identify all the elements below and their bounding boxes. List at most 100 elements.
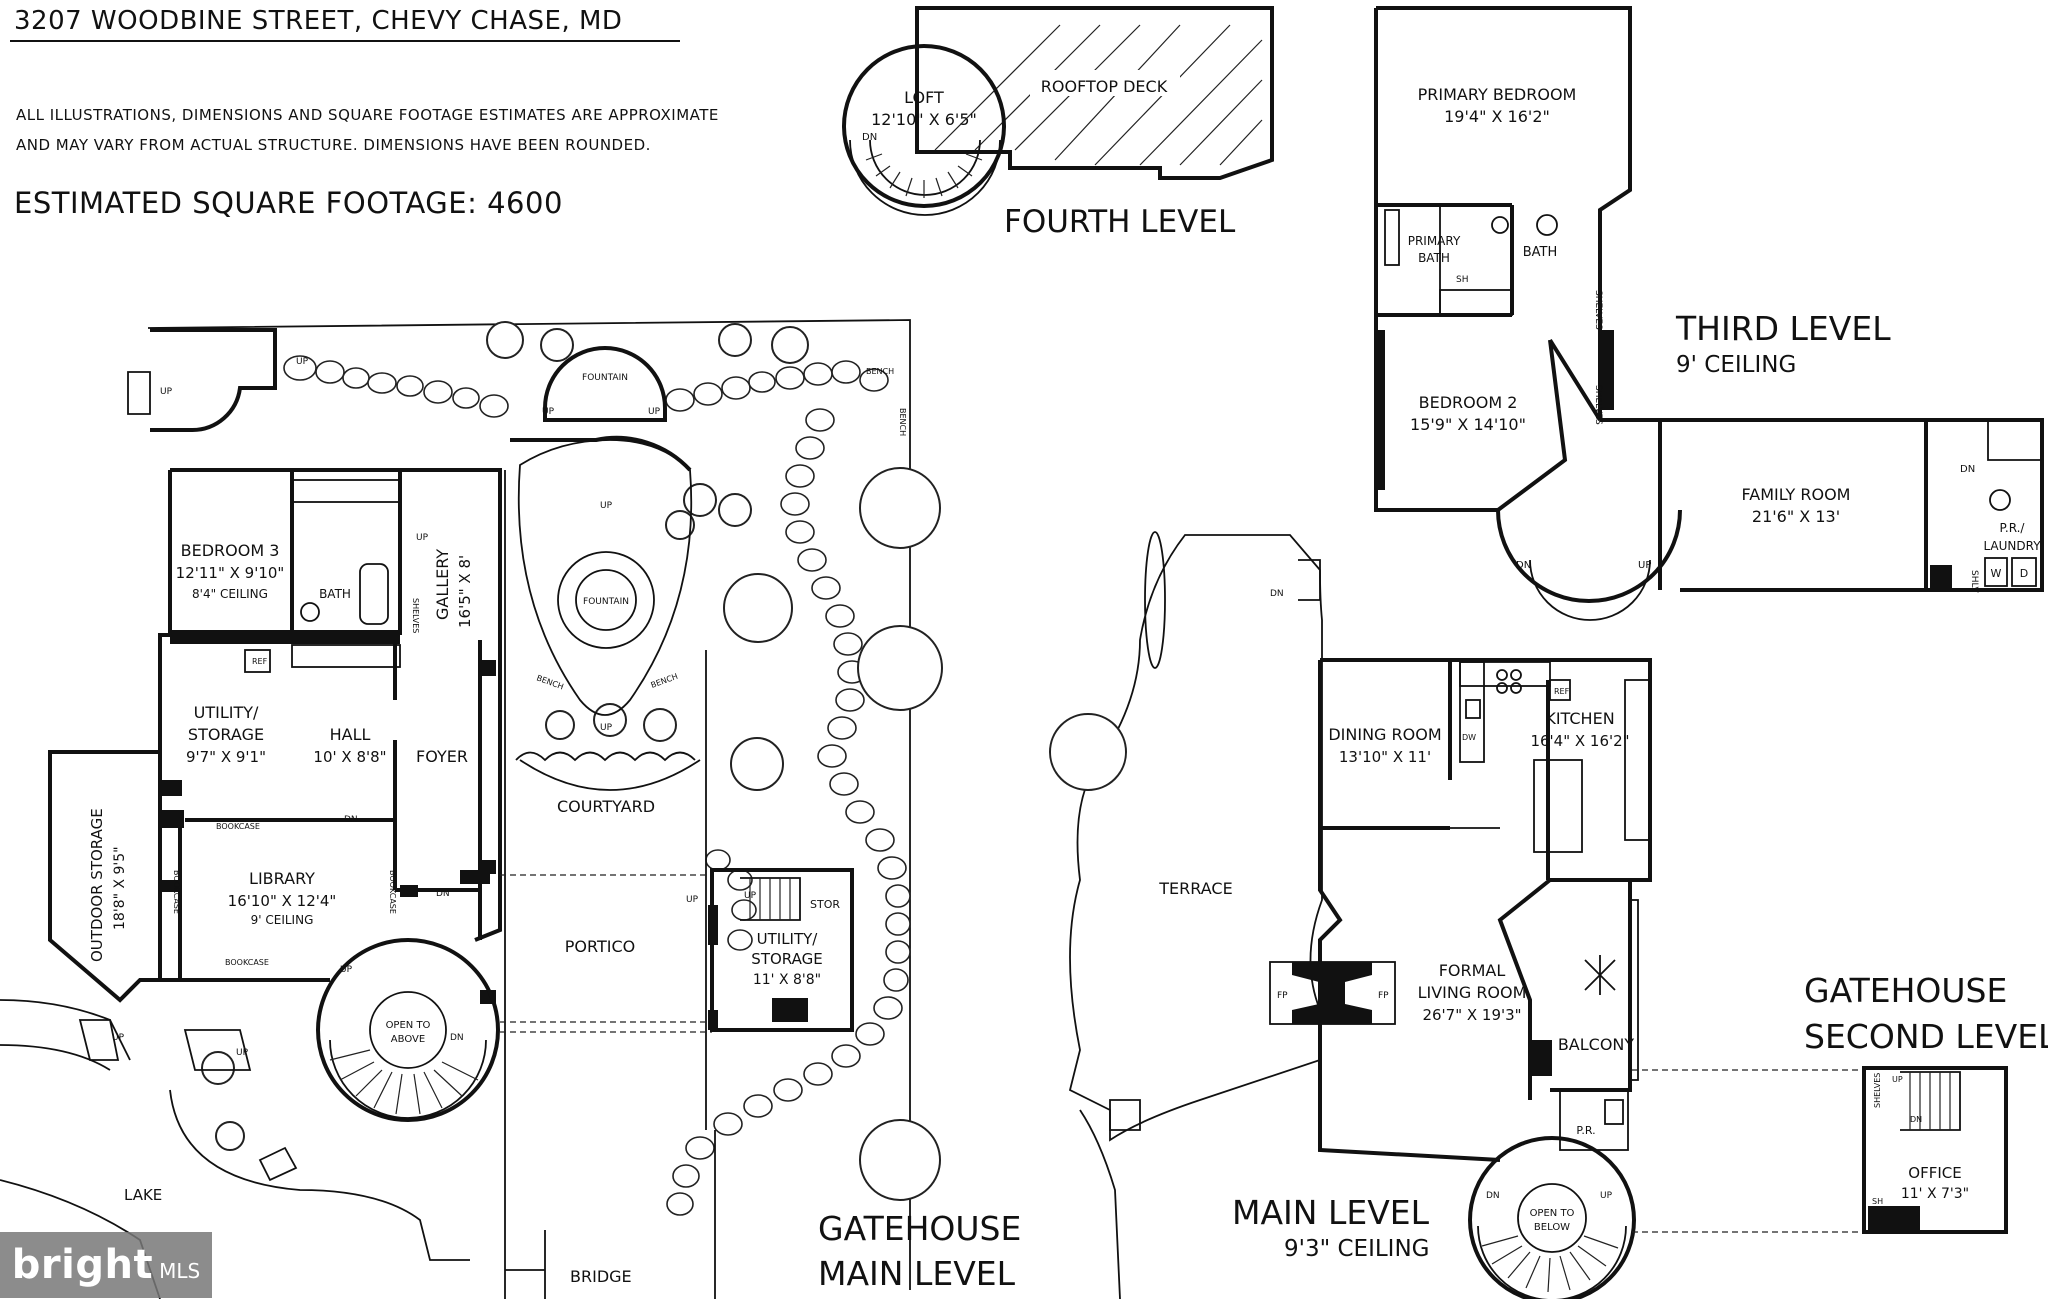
- third-level: PRIMARY BEDROOM 19'4" X 16'2" PRIMARY BA…: [1374, 6, 2044, 621]
- outdoor-storage-label: OUTDOOR STORAGE: [88, 808, 106, 962]
- gate-ref-label: REF: [252, 657, 268, 666]
- loft-label: LOFT: [904, 88, 944, 107]
- fourth-level: LOFT 12'10" X 6'5" DN ROOFTOP DECK FOURT…: [842, 6, 1274, 240]
- bench-label-2: BENCH: [898, 408, 907, 436]
- kitchen-ref-label: REF: [1554, 687, 1570, 696]
- gate-up-label-4: UP: [648, 407, 661, 417]
- family-room-dims: 21'6" X 13': [1752, 507, 1840, 526]
- fireplace-label-2: FP: [1378, 991, 1389, 1001]
- third-shelves-label: SHELVES: [1593, 290, 1603, 330]
- formal-living-label-2: LIVING ROOM: [1418, 983, 1527, 1002]
- bridge-label: BRIDGE: [570, 1267, 632, 1286]
- gate-up-label-5: UP: [600, 501, 613, 511]
- upper-fountain-label: FOUNTAIN: [582, 373, 628, 383]
- address-title: 3207 WOODBINE STREET, CHEVY CHASE, MD: [14, 6, 623, 36]
- third-bath-label: BATH: [1523, 245, 1558, 260]
- bedroom-2-label: BEDROOM 2: [1419, 393, 1518, 412]
- main-dn-label: DN: [1486, 1191, 1500, 1201]
- gallery-label: GALLERY: [433, 549, 452, 620]
- third-shlv-label: SHLV: [1969, 570, 1979, 594]
- courtyard-label: COURTYARD: [557, 797, 655, 816]
- open-to-above-2: ABOVE: [391, 1034, 425, 1045]
- lake-label: LAKE: [124, 1186, 162, 1204]
- gate-up-label-7: UP: [416, 533, 429, 543]
- gate-dn-label-1: DN: [344, 815, 358, 825]
- office-label: OFFICE: [1908, 1164, 1961, 1182]
- address-underline: [10, 40, 680, 42]
- stor-label: STOR: [810, 898, 840, 911]
- third-up-label: UP: [1638, 560, 1651, 571]
- kitchen-dims: 16'4" X 16'2": [1530, 732, 1629, 750]
- fountain-label: FOUNTAIN: [583, 597, 629, 607]
- loft-dn-label: DN: [862, 132, 877, 143]
- primary-bath-label-2: BATH: [1418, 251, 1450, 265]
- terrace-dn-label: DN: [1270, 589, 1284, 599]
- formal-living-dims: 26'7" X 19'3": [1422, 1006, 1521, 1024]
- utility-storage-label-2: STORAGE: [188, 725, 264, 744]
- bench-label-1: BENCH: [866, 367, 894, 376]
- office-dn-label: DN: [1910, 1115, 1922, 1124]
- main-level: TERRACE DN FP FP: [1049, 531, 1860, 1299]
- watermark-brand: bright: [11, 1242, 154, 1288]
- washer-label: W: [1991, 567, 2002, 580]
- dining-room-label: DINING ROOM: [1328, 725, 1441, 744]
- fireplace-label-1: FP: [1277, 991, 1288, 1001]
- bookcase-label-1: BOOKCASE: [216, 822, 260, 831]
- gatehouse-main-level: FOUNTAIN FOUNTAIN BENCH BENCH BENCH BENC…: [0, 319, 1021, 1299]
- dining-room-dims: 13'10" X 11': [1339, 748, 1431, 766]
- kitchen-label: KITCHEN: [1545, 709, 1614, 728]
- rooftop-deck-label: ROOFTOP DECK: [1041, 77, 1168, 96]
- fourth-level-title: FOURTH LEVEL: [1004, 204, 1236, 240]
- office-sh-label: SH: [1872, 1197, 1883, 1206]
- bench-label-4: BENCH: [650, 672, 680, 690]
- gate-dn-label-2: DN: [436, 889, 450, 899]
- main-level-ceiling: 9'3" CEILING: [1284, 1236, 1429, 1262]
- main-pr-label: P.R.: [1576, 1124, 1595, 1137]
- gate-up-label-3: UP: [542, 407, 555, 417]
- pr-laundry-label-2: LAUNDRY: [1983, 539, 2041, 553]
- pr-laundry-label-1: P.R./: [2000, 521, 2026, 535]
- watermark-suffix: MLS: [159, 1259, 201, 1283]
- outdoor-storage-dims: 18'8" X 9'5": [112, 846, 128, 930]
- gate-up-label-1: UP: [296, 357, 309, 367]
- square-footage: ESTIMATED SQUARE FOOTAGE: 4600: [14, 186, 563, 220]
- office-shelves-label: SHELVES: [1873, 1073, 1882, 1108]
- library-ceiling: 9' CEILING: [251, 913, 314, 927]
- gate-up-label-10: UP: [686, 895, 699, 905]
- gate-dn-label-3: DN: [450, 1033, 464, 1043]
- office-dims: 11' X 7'3": [1901, 1186, 1969, 1202]
- foyer-label: FOYER: [416, 747, 468, 766]
- open-to-below-1: OPEN TO: [1530, 1208, 1575, 1219]
- gallery-dims: 16'5" X 8': [456, 555, 474, 628]
- open-to-below-2: BELOW: [1534, 1222, 1570, 1233]
- open-to-above-1: OPEN TO: [386, 1020, 431, 1031]
- utility-storage-dims: 9'7" X 9'1": [186, 748, 266, 766]
- disclaimer-line-1: ALL ILLUSTRATIONS, DIMENSIONS AND SQUARE…: [16, 106, 719, 124]
- gate-up-label-6: UP: [600, 723, 613, 733]
- bedroom-3-ceiling: 8'4" CEILING: [192, 587, 268, 601]
- utility-storage-label-1: UTILITY/: [194, 703, 259, 722]
- library-label: LIBRARY: [249, 869, 315, 888]
- bookcase-label-2: BOOKCASE: [225, 958, 269, 967]
- third-sh-label: SH: [1456, 275, 1468, 285]
- library-dims: 16'10" X 12'4": [228, 892, 337, 910]
- bedroom-3-label: BEDROOM 3: [181, 541, 280, 560]
- gate-up-label-12: UP: [340, 965, 353, 975]
- loft-dims: 12'10" X 6'5": [871, 110, 977, 129]
- gatehouse-second-title-2: SECOND LEVEL: [1804, 1017, 2048, 1056]
- gatehouse-second-level: OFFICE 11' X 7'3" UP DN SH SHELVES GATEH…: [1804, 971, 2048, 1234]
- gatehouse-second-title-1: GATEHOUSE: [1804, 971, 2007, 1010]
- dryer-label: D: [2020, 567, 2028, 580]
- gatehouse-main-title-1: GATEHOUSE: [818, 1209, 1021, 1248]
- main-up-label: UP: [1600, 1191, 1613, 1201]
- terrace-label: TERRACE: [1158, 879, 1232, 898]
- third-level-title: THIRD LEVEL: [1675, 309, 1891, 348]
- family-room-label: FAMILY ROOM: [1742, 485, 1851, 504]
- primary-bath-label-1: PRIMARY: [1408, 234, 1461, 248]
- hall-dims: 10' X 8'8": [313, 748, 386, 766]
- gatehouse-bath-label: BATH: [319, 587, 351, 601]
- bedroom-3-dims: 12'11" X 9'10": [176, 564, 285, 582]
- gate-up-label-11: UP: [744, 891, 757, 901]
- hall-label: HALL: [330, 725, 371, 744]
